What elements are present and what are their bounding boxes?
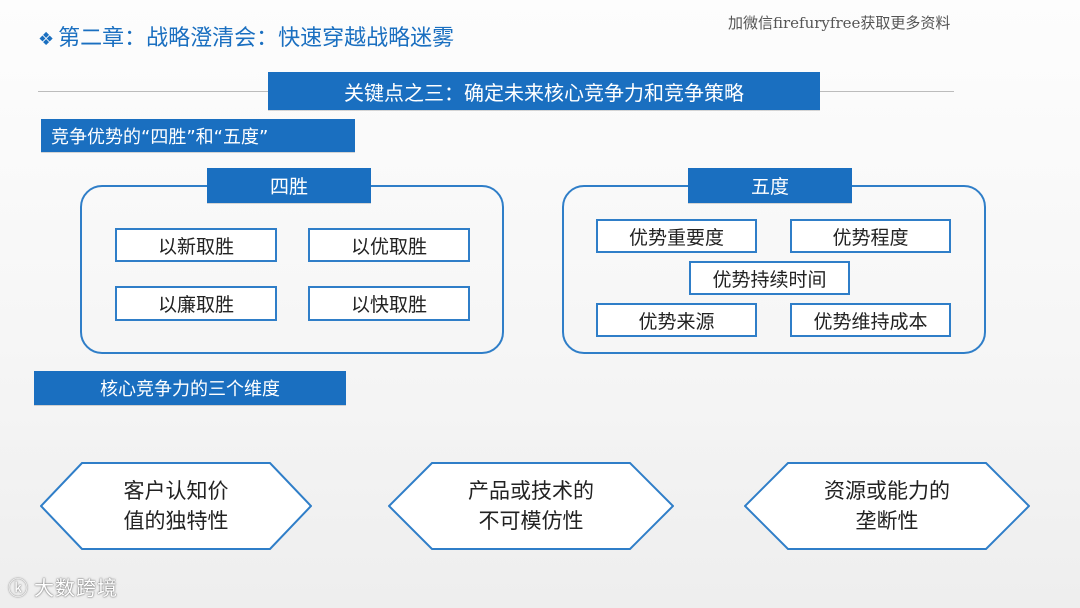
dimension-line: 产品或技术的 bbox=[468, 479, 594, 503]
four-wins-item: 以快取胜 bbox=[308, 286, 470, 321]
dimension-text: 客户认知价 值的独特性 bbox=[40, 462, 312, 550]
dimension-hexagon: 客户认知价 值的独特性 bbox=[40, 462, 312, 550]
core-competence-title: 核心竞争力的三个维度 bbox=[34, 371, 346, 405]
dimension-text: 资源或能力的 垄断性 bbox=[744, 462, 1030, 550]
five-degrees-item: 优势重要度 bbox=[596, 219, 757, 253]
key-point-banner: 关键点之三：确定未来核心竞争力和竞争策略 bbox=[268, 72, 820, 110]
five-degrees-label: 五度 bbox=[688, 168, 852, 203]
hexagon-shape-icon bbox=[40, 462, 312, 550]
dimension-text: 产品或技术的 不可模仿性 bbox=[388, 462, 674, 550]
logo-mark-icon: ⓚ bbox=[8, 576, 28, 600]
dimension-line: 不可模仿性 bbox=[478, 509, 584, 533]
dimension-line: 值的独特性 bbox=[123, 509, 229, 533]
four-wins-item: 以新取胜 bbox=[115, 228, 277, 262]
dimension-hexagon: 资源或能力的 垄断性 bbox=[744, 462, 1030, 550]
diamond-bullet-icon: ❖ bbox=[38, 29, 55, 50]
competitive-advantage-title: 竞争优势的“四胜”和“五度” bbox=[41, 119, 355, 152]
chapter-title: ❖第二章：战略澄清会：快速穿越战略迷雾 bbox=[38, 20, 454, 52]
hexagon-shape-icon bbox=[744, 462, 1030, 550]
divider-right bbox=[820, 91, 954, 92]
four-wins-label: 四胜 bbox=[207, 168, 371, 203]
dimension-hexagon: 产品或技术的 不可模仿性 bbox=[388, 462, 674, 550]
four-wins-item: 以优取胜 bbox=[308, 228, 470, 262]
divider-left bbox=[38, 91, 268, 92]
dimension-line: 客户认知价 bbox=[123, 479, 229, 503]
logo-text: 大数跨境 bbox=[34, 576, 118, 600]
four-wins-group bbox=[80, 185, 504, 354]
hexagon-shape-icon bbox=[388, 462, 674, 550]
five-degrees-item: 优势持续时间 bbox=[689, 261, 850, 295]
five-degrees-item: 优势程度 bbox=[790, 219, 951, 253]
dimension-line: 垄断性 bbox=[855, 509, 919, 533]
four-wins-item: 以廉取胜 bbox=[115, 286, 277, 321]
watermark-text: 加微信firefuryfree获取更多资料 bbox=[728, 14, 951, 32]
five-degrees-item: 优势来源 bbox=[596, 303, 757, 337]
chapter-title-text: 第二章：战略澄清会：快速穿越战略迷雾 bbox=[58, 26, 455, 51]
dimension-line: 资源或能力的 bbox=[824, 479, 950, 503]
five-degrees-item: 优势维持成本 bbox=[790, 303, 951, 337]
footer-logo: ⓚ 大数跨境 bbox=[8, 572, 118, 601]
